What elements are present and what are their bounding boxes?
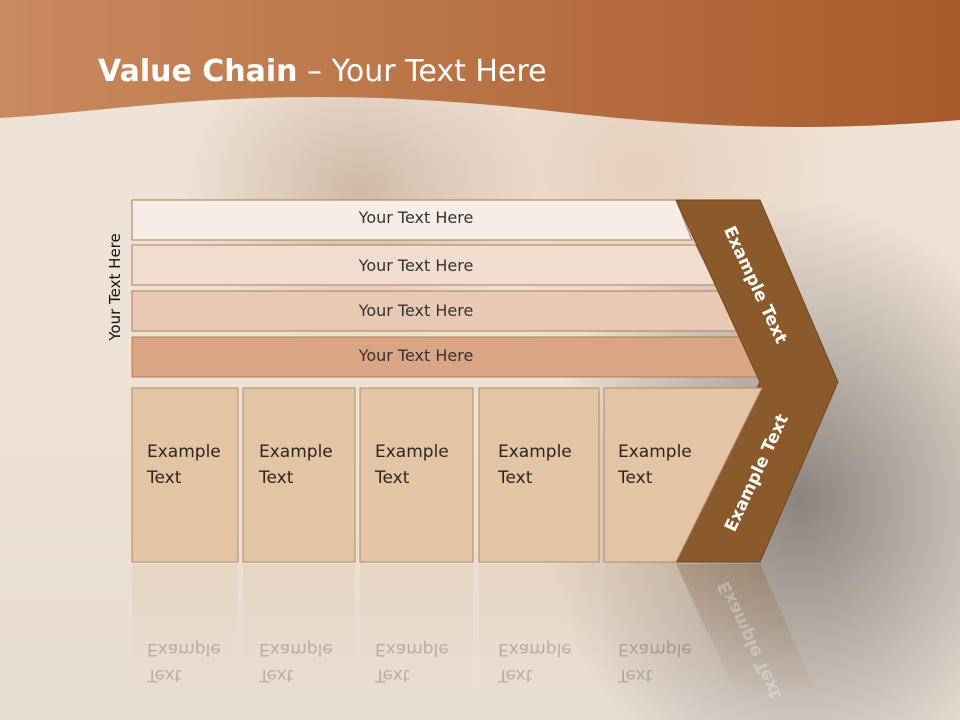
column-reflection-5-line2: Text xyxy=(618,665,653,685)
column-reflection-3 xyxy=(360,564,473,694)
page-title: Value Chain – Your Text Here xyxy=(98,54,547,89)
column-text-3-line1: Example xyxy=(375,442,449,462)
column-reflection-4-line2: Text xyxy=(498,665,533,685)
title-bold: Value Chain xyxy=(98,54,298,89)
header-banner xyxy=(0,0,960,127)
column-reflection-3-line2: Text xyxy=(375,665,410,685)
vertical-axis-label: Your Text Here xyxy=(106,233,124,341)
column-box-5 xyxy=(603,387,763,563)
column-text-1-line2: Text xyxy=(147,468,182,488)
arrow-reflection xyxy=(676,564,820,700)
column-reflection-2 xyxy=(243,564,355,694)
column-reflection-4 xyxy=(479,564,599,694)
arrow-chevron xyxy=(675,199,839,563)
row-label-1: Your Text Here xyxy=(358,208,474,227)
column-text-5-line2: Text xyxy=(618,468,653,488)
column-reflection-5-line1: Example xyxy=(618,639,692,659)
column-reflection-1 xyxy=(132,564,238,694)
column-text-reflection-4: Text Example xyxy=(498,636,572,688)
column-reflection-1-line1: Example xyxy=(147,639,221,659)
column-text-1-line1: Example xyxy=(147,442,221,462)
column-text-5-line1: Example xyxy=(618,442,692,462)
column-text-4-line1: Example xyxy=(498,442,572,462)
row-label-2: Your Text Here xyxy=(358,256,474,275)
column-text-5: Example Text xyxy=(618,439,692,491)
column-text-1: Example Text xyxy=(147,439,221,491)
column-text-2: Example Text xyxy=(259,439,333,491)
column-box-3 xyxy=(359,387,474,563)
column-text-reflection-5: Text Example xyxy=(618,636,692,688)
column-box-2 xyxy=(242,387,356,563)
column-text-reflection-3: Text Example xyxy=(375,636,449,688)
title-rest: – Your Text Here xyxy=(297,54,547,89)
row-bar-1 xyxy=(131,199,693,241)
column-text-2-line2: Text xyxy=(259,468,294,488)
column-text-reflection-1: Text Example xyxy=(147,636,221,688)
column-text-reflection-2: Text Example xyxy=(259,636,333,688)
column-reflection-2-line1: Example xyxy=(259,639,333,659)
column-text-3-line2: Text xyxy=(375,468,410,488)
column-reflection-3-line1: Example xyxy=(375,639,449,659)
column-text-3: Example Text xyxy=(375,439,449,491)
column-text-2-line1: Example xyxy=(259,442,333,462)
column-reflection-4-line1: Example xyxy=(498,639,572,659)
row-label-3: Your Text Here xyxy=(358,301,474,320)
column-box-4 xyxy=(478,387,600,563)
column-text-4: Example Text xyxy=(498,439,572,491)
column-text-4-line2: Text xyxy=(498,468,533,488)
column-reflection-2-line2: Text xyxy=(259,665,294,685)
column-reflection-5 xyxy=(604,564,730,694)
row-label-4: Your Text Here xyxy=(358,346,474,365)
column-reflection-1-line2: Text xyxy=(147,665,182,685)
column-box-1 xyxy=(131,387,239,563)
